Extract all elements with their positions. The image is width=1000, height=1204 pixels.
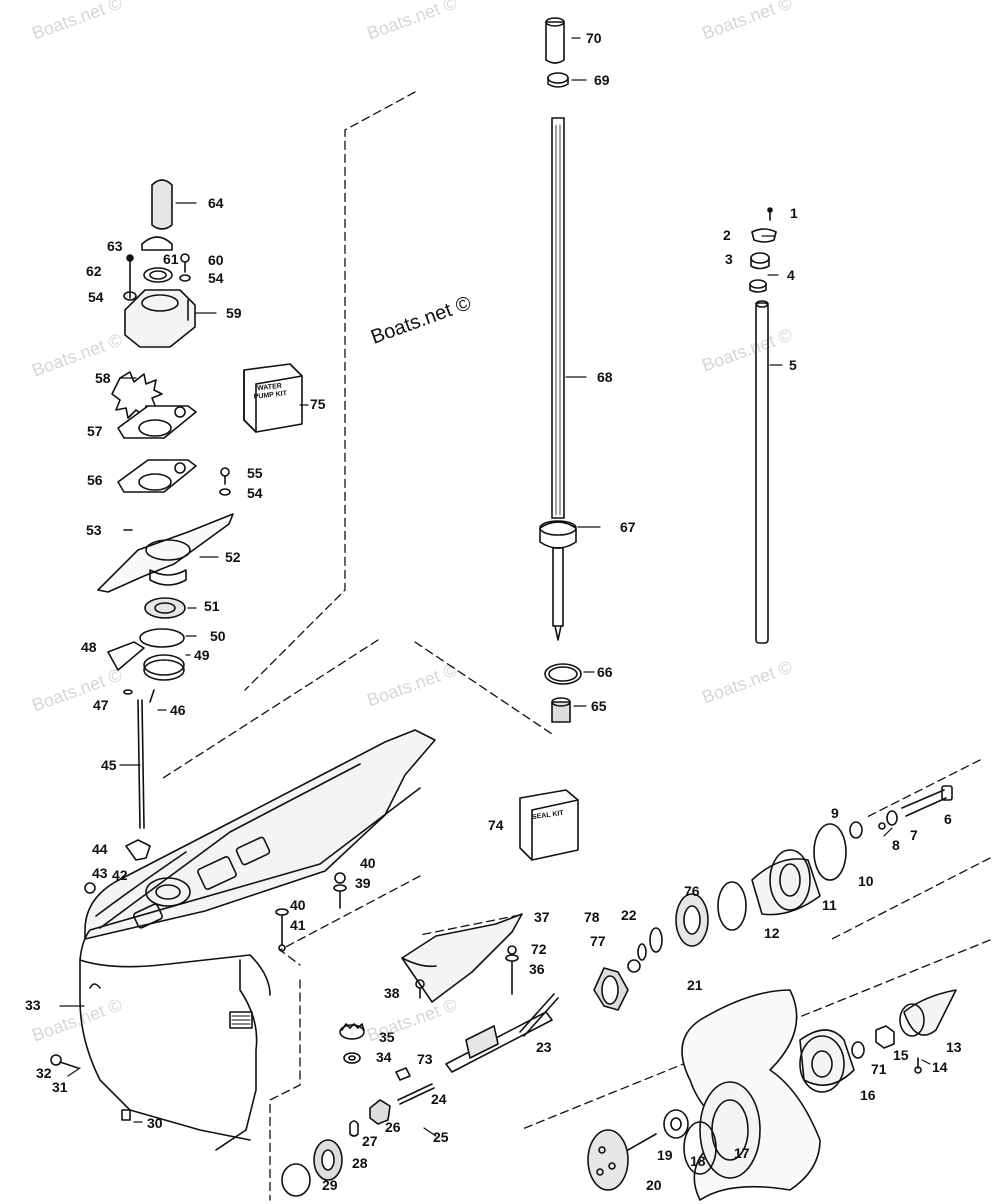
part-label-36: 36 xyxy=(529,961,545,977)
part-label-20: 20 xyxy=(646,1177,662,1193)
part-label-21: 21 xyxy=(687,977,703,993)
part-label-18: 18 xyxy=(690,1153,706,1169)
part-label-39: 39 xyxy=(355,875,371,891)
part-label-65: 65 xyxy=(591,698,607,714)
part-label-61: 61 xyxy=(163,251,179,267)
part-label-33: 33 xyxy=(25,997,41,1013)
part-label-47: 47 xyxy=(93,697,109,713)
part-label-16: 16 xyxy=(860,1087,876,1103)
part-label-1: 1 xyxy=(790,205,798,221)
part-label-19: 19 xyxy=(657,1147,673,1163)
pushrod-assembly xyxy=(749,207,777,644)
part-label-55: 55 xyxy=(247,465,263,481)
part-label-8: 8 xyxy=(892,837,900,853)
part-label-23: 23 xyxy=(536,1039,552,1055)
part-label-37: 37 xyxy=(534,909,550,925)
part-label-9: 9 xyxy=(831,805,839,821)
water-pump-assembly xyxy=(97,179,234,861)
part-label-77: 77 xyxy=(590,933,606,949)
part-label-40b: 40 xyxy=(290,897,306,913)
part-label-63: 63 xyxy=(107,238,123,254)
part-label-64: 64 xyxy=(208,195,224,211)
part-label-45: 45 xyxy=(101,757,117,773)
driveshaft-assembly xyxy=(539,17,582,723)
dash-lines xyxy=(159,91,991,1201)
part-label-38: 38 xyxy=(384,985,400,1001)
part-label-50: 50 xyxy=(210,628,226,644)
water-pump-kit-box xyxy=(243,363,303,433)
part-label-46: 46 xyxy=(170,702,186,718)
gear-train xyxy=(281,785,953,1197)
part-label-72: 72 xyxy=(531,941,547,957)
part-label-10: 10 xyxy=(858,873,874,889)
part-label-62: 62 xyxy=(86,263,102,279)
part-label-3: 3 xyxy=(725,251,733,267)
part-label-43: 43 xyxy=(92,865,108,881)
part-label-35: 35 xyxy=(379,1029,395,1045)
part-label-5: 5 xyxy=(789,357,797,373)
part-label-54a: 54 xyxy=(208,270,224,286)
part-label-11: 11 xyxy=(822,897,837,913)
part-label-59: 59 xyxy=(226,305,242,321)
trim-tab-assembly xyxy=(401,913,523,1003)
part-label-7: 7 xyxy=(910,827,918,843)
part-label-30: 30 xyxy=(147,1115,163,1131)
part-label-48: 48 xyxy=(81,639,97,655)
part-label-68: 68 xyxy=(597,369,613,385)
part-label-71: 71 xyxy=(871,1061,887,1077)
part-label-53: 53 xyxy=(86,522,102,538)
part-label-54b: 54 xyxy=(88,289,104,305)
left-hardware xyxy=(50,872,347,1069)
part-label-73: 73 xyxy=(417,1051,433,1067)
part-label-34: 34 xyxy=(376,1049,392,1065)
part-label-41: 41 xyxy=(290,917,306,933)
part-label-24: 24 xyxy=(431,1091,447,1107)
part-label-14: 14 xyxy=(932,1059,948,1075)
part-label-2: 2 xyxy=(723,227,731,243)
part-label-69: 69 xyxy=(594,72,610,88)
part-label-17: 17 xyxy=(734,1145,750,1161)
part-label-26: 26 xyxy=(385,1119,401,1135)
part-label-70: 70 xyxy=(586,30,602,46)
part-label-49: 49 xyxy=(194,647,210,663)
gearcase-housing xyxy=(79,729,436,1151)
part-label-74: 74 xyxy=(488,817,504,833)
part-label-28: 28 xyxy=(352,1155,368,1171)
part-label-44: 44 xyxy=(92,841,108,857)
part-label-54c: 54 xyxy=(247,485,263,501)
part-label-76: 76 xyxy=(684,883,700,899)
part-label-78: 78 xyxy=(584,909,600,925)
part-label-51: 51 xyxy=(204,598,220,614)
part-label-31: 31 xyxy=(52,1079,68,1095)
part-label-6: 6 xyxy=(944,811,952,827)
part-label-32: 32 xyxy=(36,1065,52,1081)
part-label-27: 27 xyxy=(362,1133,378,1149)
seal-kit-box xyxy=(519,789,579,861)
propeller-assembly xyxy=(587,989,957,1201)
part-label-25: 25 xyxy=(433,1129,449,1145)
part-label-58: 58 xyxy=(95,370,111,386)
part-label-13: 13 xyxy=(946,1039,962,1055)
part-label-4: 4 xyxy=(787,267,795,283)
part-label-67: 67 xyxy=(620,519,636,535)
part-label-15: 15 xyxy=(893,1047,909,1063)
part-label-40a: 40 xyxy=(360,855,376,871)
leader-lines xyxy=(59,37,931,1137)
part-label-57: 57 xyxy=(87,423,103,439)
part-label-66: 66 xyxy=(597,664,613,680)
part-label-22: 22 xyxy=(621,907,637,923)
part-label-56: 56 xyxy=(87,472,103,488)
part-label-52: 52 xyxy=(225,549,241,565)
part-label-60: 60 xyxy=(208,252,224,268)
part-label-29: 29 xyxy=(322,1177,338,1193)
part-label-42: 42 xyxy=(112,867,128,883)
part-label-75: 75 xyxy=(310,396,326,412)
part-label-12: 12 xyxy=(764,925,780,941)
